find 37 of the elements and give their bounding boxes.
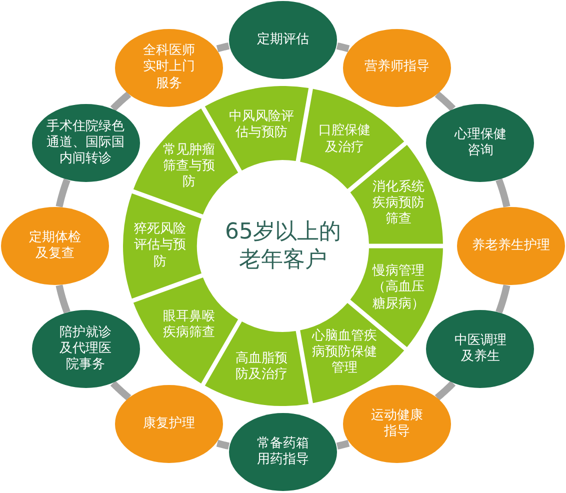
segment-label: 消化系统疾病预防筛查	[372, 180, 426, 228]
segment-label: 慢病管理（高血压糖尿病）	[371, 264, 426, 312]
service-label: 陪护就诊及代理医院事务	[58, 324, 113, 374]
segment-label: 常见肿瘤筛查与预防	[162, 142, 216, 192]
service-label: 心理保健咨询	[453, 126, 508, 160]
service-label: 中医调理及养生	[453, 332, 508, 366]
ring-arc	[110, 91, 132, 112]
ring-arc	[214, 42, 232, 52]
ring-segment	[203, 320, 311, 406]
ring-segment	[203, 86, 311, 172]
service-label: 养老养生护理	[472, 238, 550, 254]
ring-arc	[496, 177, 510, 210]
service-label: 定期评估	[257, 32, 309, 48]
segment-label: 口腔保健及治疗	[318, 123, 372, 156]
segment-label: 猝死风险评估与预防	[133, 222, 187, 270]
service-label: 营养师指导	[364, 59, 430, 76]
segment-label: 高血脂预防及治疗	[234, 350, 289, 384]
service-label: 运动健康指导	[370, 408, 424, 441]
segment-label: 心脑血管疾病预防保健管理	[310, 328, 378, 377]
ring-arc	[496, 282, 510, 315]
segment-label: 眼耳鼻喉疾病筛查	[162, 308, 216, 342]
ring-arc	[110, 380, 132, 401]
ring-segment	[123, 191, 203, 301]
ring-arc	[214, 440, 232, 450]
ring-arc	[334, 440, 352, 450]
center-label: 65岁以上的老年客户	[224, 218, 342, 274]
service-label: 常备药箱用药指导	[256, 436, 310, 468]
ring-arc	[434, 380, 456, 401]
ring-arc	[434, 91, 456, 112]
ring-arc	[56, 282, 70, 315]
ring-arc	[334, 42, 352, 52]
service-label: 定期体检及复查	[28, 230, 82, 262]
ring-arc	[56, 177, 70, 210]
service-label: 手术住院绿色通道、国际国内间转诊	[46, 118, 126, 168]
service-label: 全科医师实时上门服务	[142, 43, 196, 92]
segment-label: 中风风险评估与预防	[228, 108, 296, 142]
service-label: 康复护理	[143, 416, 195, 433]
